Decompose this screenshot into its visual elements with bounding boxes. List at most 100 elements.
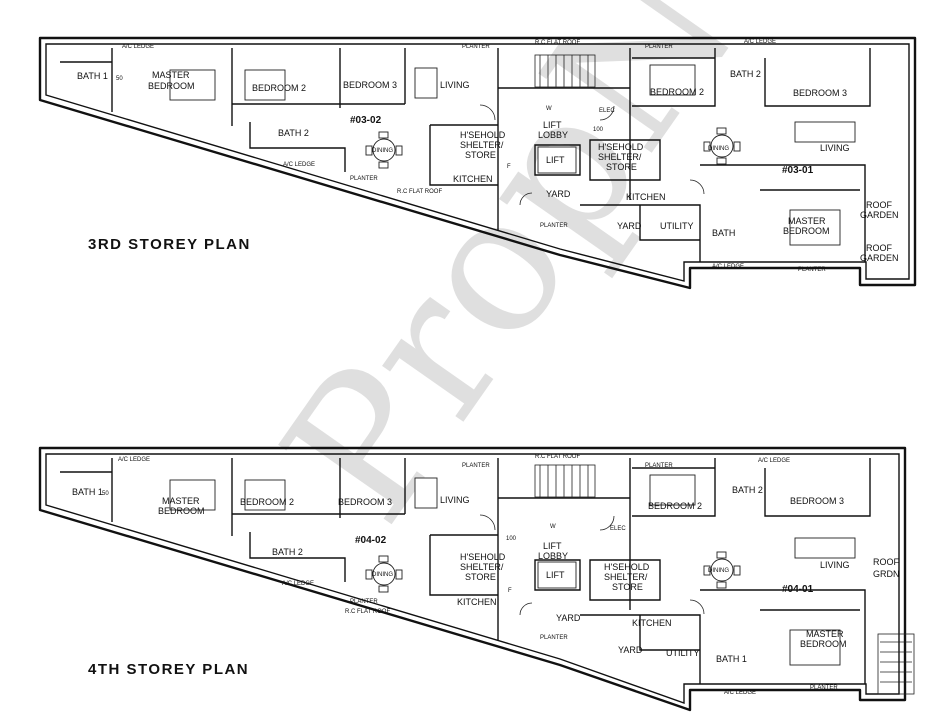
room-master-right-label: MASTER <box>806 629 844 639</box>
room-yard-label: YARD <box>546 189 571 199</box>
room-lift-lobby-label-2: LOBBY <box>538 130 568 140</box>
room-shelter-right-label-3: STORE <box>606 162 637 172</box>
unit-number-left: #03-02 <box>350 115 382 126</box>
room-bath-2-right-label: BATH 2 <box>732 485 763 495</box>
planter-label-right: PLANTER <box>645 44 673 50</box>
dining-table-right <box>703 127 741 165</box>
planter-label-bottom: PLANTER <box>810 685 838 691</box>
room-dining-right-label: DINING <box>708 146 729 152</box>
room-yard-label: YARD <box>556 613 581 623</box>
room-shelter-right-label: H'SEHOLD <box>598 142 644 152</box>
room-bedroom-3-label: BEDROOM 3 <box>343 80 397 90</box>
room-dining-right-label: DINING <box>708 568 729 574</box>
outer-wall <box>38 36 917 290</box>
room-master-right-label-2: BEDROOM <box>800 639 847 649</box>
planter-label-yard: PLANTER <box>540 223 568 229</box>
planter-label-bottom: PLANTER <box>798 267 826 273</box>
dim-50-label: 50 <box>102 491 109 497</box>
room-shelter-label-2: SHELTER/ <box>460 562 504 572</box>
bed-master-left <box>169 479 216 511</box>
room-shelter-right-label-3: STORE <box>612 582 643 592</box>
dim-100-label: 100 <box>506 536 517 542</box>
door-swings <box>479 104 705 206</box>
w-label: W <box>550 524 556 530</box>
watermark: PropNex <box>241 0 904 559</box>
bed-2-right <box>649 474 696 506</box>
room-bath-1-label: BATH 1 <box>72 487 103 497</box>
unit-number-right: #03-01 <box>782 165 814 176</box>
planter-label: PLANTER <box>462 44 490 50</box>
room-roof-garden-label-2: GARDEN <box>860 210 899 220</box>
room-bedroom-3-label: BEDROOM 3 <box>338 497 392 507</box>
elec-label: ELEC <box>599 108 615 114</box>
ac-ledge-label-bottom: A/C LEDGE <box>724 690 756 696</box>
room-utility-label: UTILITY <box>660 221 694 231</box>
room-kitchen-label: KITCHEN <box>457 597 497 607</box>
elec-label: ELEC <box>610 526 626 532</box>
sofa-right <box>794 121 856 143</box>
lift-car <box>537 561 577 589</box>
room-bedroom-2-right-label: BEDROOM 2 <box>650 87 704 97</box>
ac-ledge-label: A/C LEDGE <box>118 457 150 463</box>
unit-number-left: #04-02 <box>355 535 387 546</box>
inner-envelope <box>45 453 900 704</box>
room-bath-2-label: BATH 2 <box>272 547 303 557</box>
room-bedroom-3-right-label: BEDROOM 3 <box>793 88 847 98</box>
room-shelter-right-label-2: SHELTER/ <box>598 152 642 162</box>
room-bath-right-label: BATH 1 <box>716 654 747 664</box>
dining-table-left <box>365 555 403 593</box>
f-label: F <box>507 164 511 170</box>
f-label: F <box>508 588 512 594</box>
w-label: W <box>546 106 552 112</box>
room-shelter-right-label: H'SEHOLD <box>604 562 650 572</box>
room-roof-garden-label-2: GRDN <box>873 569 900 579</box>
third-storey-plan: MASTER BEDROOM BATH 1 BEDROOM 2 BEDROOM … <box>38 36 917 290</box>
room-roof-garden-2-label: ROOF <box>866 243 893 253</box>
room-dining-label: DINING <box>372 572 393 578</box>
ac-ledge-label-right: A/C LEDGE <box>744 39 776 45</box>
room-master-right-label: MASTER <box>788 216 826 226</box>
planter-label-diag: PLANTER <box>350 176 378 182</box>
room-living-right-label: LIVING <box>820 143 850 153</box>
ac-ledge-label: A/C LEDGE <box>122 44 154 50</box>
room-shelter-label: H'SEHOLD <box>460 130 506 140</box>
staircase <box>534 464 596 498</box>
room-bedroom-3-right-label: BEDROOM 3 <box>790 496 844 506</box>
room-roof-garden-label: ROOF <box>873 557 900 567</box>
room-kitchen-label: KITCHEN <box>453 174 493 184</box>
ac-ledge-label-right: A/C LEDGE <box>758 458 790 464</box>
room-master-bedroom-label: MASTER <box>162 496 200 506</box>
room-shelter-label-3: STORE <box>465 150 496 160</box>
room-shelter-label: H'SEHOLD <box>460 552 506 562</box>
plan-caption: 4TH STOREY PLAN <box>88 661 249 678</box>
ac-ledge-label-diag: A/C LEDGE <box>283 162 315 168</box>
bed-2-left <box>244 69 286 101</box>
planter-label: PLANTER <box>462 463 490 469</box>
room-bedroom-2-right-label: BEDROOM 2 <box>648 501 702 511</box>
rc-flat-roof-label: R.C FLAT ROOF <box>535 454 580 460</box>
room-living-label: LIVING <box>440 495 470 505</box>
door-swings <box>479 514 705 616</box>
room-bedroom-2-label: BEDROOM 2 <box>240 497 294 507</box>
dim-100-label: 100 <box>593 127 604 133</box>
room-master-bedroom-label-2: BEDROOM <box>158 506 205 516</box>
room-lift-label: LIFT <box>546 155 565 165</box>
sofa-left <box>414 67 438 99</box>
room-shelter-label-3: STORE <box>465 572 496 582</box>
room-bath-2-label: BATH 2 <box>278 128 309 138</box>
room-roof-garden-2-label-2: GARDEN <box>860 253 899 263</box>
room-living-right-label: LIVING <box>820 560 850 570</box>
room-lift-label: LIFT <box>546 570 565 580</box>
rc-flat-roof-label-diag: R.C FLAT ROOF <box>397 189 442 195</box>
bed-2-left <box>244 479 286 511</box>
room-bath-1-label: BATH 1 <box>77 71 108 81</box>
internal-walls <box>60 48 871 262</box>
bed-master-right <box>789 209 841 246</box>
room-master-bedroom-label-2: BEDROOM <box>148 81 195 91</box>
room-master-right-label-2: BEDROOM <box>783 226 830 236</box>
ac-ledge-label-diag: A/C LEDGE <box>282 581 314 587</box>
room-lift-lobby-label: LIFT <box>543 541 562 551</box>
bed-2-right <box>649 64 696 96</box>
planter-label-yard: PLANTER <box>540 635 568 641</box>
